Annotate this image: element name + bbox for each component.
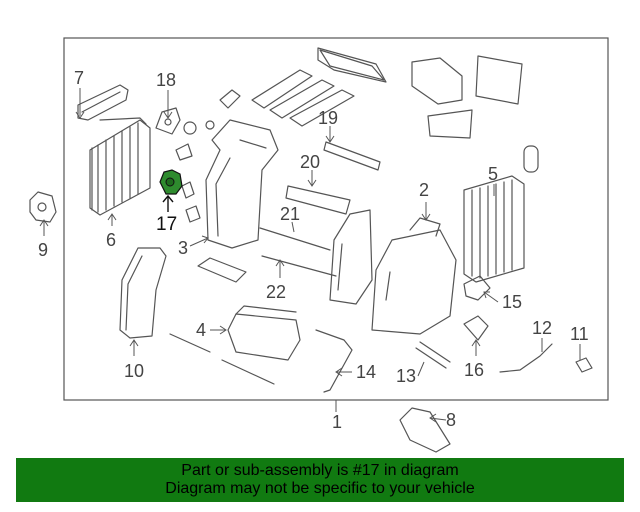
part-15-bracket (463, 275, 491, 301)
callout-16: 16 (464, 360, 484, 380)
callout-22: 22 (266, 282, 286, 302)
part-7-bracket (77, 84, 129, 121)
top-tube-set (251, 47, 387, 127)
part-13-hose (415, 341, 451, 369)
callout-15: 15 (502, 292, 522, 312)
part-19-bar (323, 141, 381, 171)
part-16-actuator (463, 315, 489, 341)
part-10-duct (119, 247, 167, 339)
rods-near-4 (169, 333, 275, 385)
leader-lines (39, 88, 581, 423)
callout-1: 1 (332, 412, 342, 432)
small-parts-cluster (175, 89, 241, 223)
banner-line-2: Diagram may not be specific to your vehi… (165, 480, 475, 497)
part-plate (197, 257, 247, 283)
callout-12: 12 (532, 318, 552, 338)
part-8-duct (399, 407, 451, 453)
center-housing (329, 209, 373, 305)
part-17-actuator-highlighted (159, 169, 183, 195)
callout-11: 11 (570, 324, 589, 344)
part-12-hose (499, 343, 553, 373)
callout-18: 18 (156, 70, 176, 90)
callout-4: 4 (196, 320, 206, 340)
part-4-tray (227, 305, 301, 361)
part-9-actuator (29, 191, 57, 223)
part-6-heater-core (89, 117, 151, 216)
part-14-pipe (315, 329, 353, 393)
part-21-rod (259, 227, 331, 251)
info-banner: Part or sub-assembly is #17 in diagram D… (16, 458, 624, 502)
callout-10: 10 (124, 361, 144, 381)
banner-line-1: Part or sub-assembly is #17 in diagram (181, 462, 459, 479)
callout-6: 6 (106, 230, 116, 250)
callout-19: 19 (318, 108, 338, 128)
callout-3: 3 (178, 238, 188, 258)
callout-13: 13 (396, 366, 416, 386)
callout-21: 21 (280, 204, 300, 224)
top-right-panels (411, 55, 539, 173)
assembly-frame (63, 37, 609, 401)
callout-5: 5 (488, 164, 498, 184)
parts-diagram: 1 2 3 4 5 6 7 8 9 10 11 12 13 14 15 16 1… (29, 37, 609, 453)
callout-9: 9 (38, 240, 48, 260)
callout-8: 8 (446, 410, 456, 430)
part-5-evaporator (463, 175, 525, 283)
callout-17: 17 (156, 214, 177, 235)
part-2-case (371, 217, 457, 335)
part-18-bracket (155, 107, 181, 135)
part-3-case (205, 119, 279, 249)
part-11-sensor (575, 357, 593, 373)
callout-2: 2 (419, 180, 429, 200)
part-20-seal (285, 185, 351, 215)
part-22-rod (261, 255, 337, 277)
callout-7: 7 (74, 68, 84, 88)
callout-14: 14 (356, 362, 376, 382)
callout-20: 20 (300, 152, 320, 172)
